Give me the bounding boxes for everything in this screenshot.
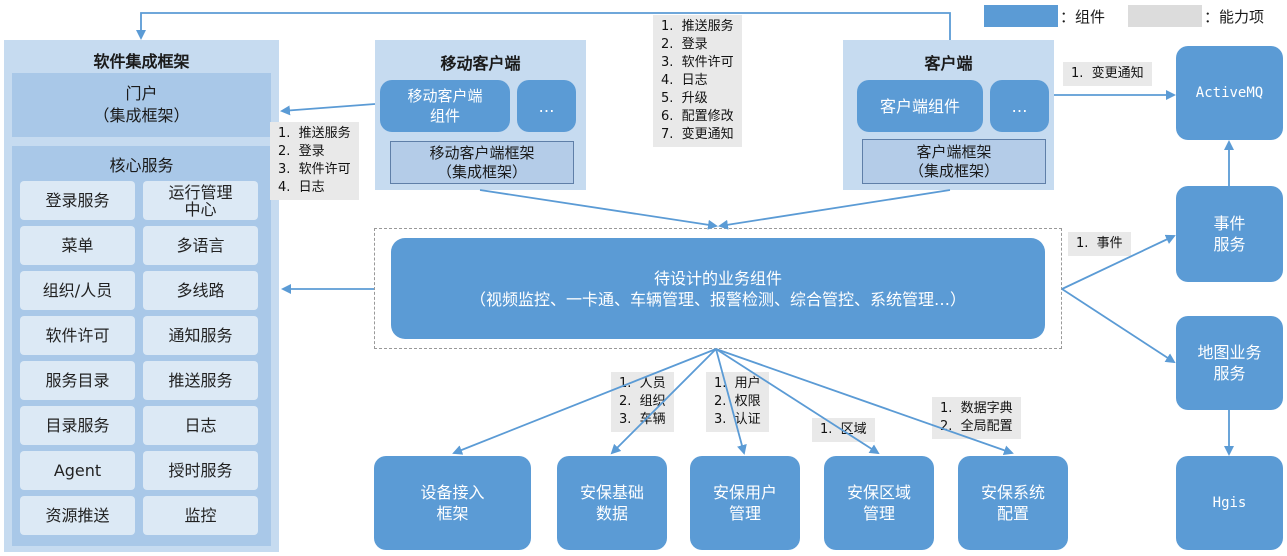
client-framework: 客户端框架 （集成框架）: [862, 139, 1046, 184]
core-service-item: 服务目录: [20, 361, 135, 400]
core-service-item: 授时服务: [143, 451, 258, 490]
note-user-management: 1. 用户 2. 权限 3. 认证: [706, 372, 769, 432]
core-service-item: 资源推送: [20, 496, 135, 535]
mobile-client-component: 移动客户端 组件: [380, 80, 510, 132]
note-item: 5. 升级: [661, 91, 708, 106]
core-service-item: 日志: [143, 406, 258, 445]
business-dashed-container: [374, 228, 1062, 349]
arrow-client-to-framework: [136, 12, 951, 40]
mobile-client-title: 移动客户端: [440, 54, 521, 73]
portal-box: 门户 （集成框架）: [12, 73, 271, 137]
core-service-item: 通知服务: [143, 316, 258, 355]
framework-title: 软件集成框架: [93, 52, 190, 71]
note-item: 1. 推送服务: [278, 126, 351, 141]
note-item: 2. 登录: [278, 144, 325, 159]
legend-capability-swatch: [1128, 5, 1202, 27]
note-item: 1. 推送服务: [661, 19, 734, 34]
note-item: 1. 数据字典: [940, 401, 1013, 416]
mobile-client-framework: 移动客户端框架 （集成框架）: [390, 141, 574, 184]
mobile-client-more: …: [517, 80, 576, 132]
note-item: 3. 软件许可: [661, 55, 734, 70]
core-service-item: 菜单: [20, 226, 135, 265]
note-item: 4. 日志: [278, 180, 325, 195]
core-service-item: 登录服务: [20, 181, 135, 220]
arrow-business-to-device: [452, 348, 717, 455]
activemq: ActiveMQ: [1176, 46, 1283, 140]
core-service-item: 目录服务: [20, 406, 135, 445]
arrow-mobile-to-business: [479, 189, 718, 230]
arrow-client-to-business: [718, 189, 951, 230]
business-subtitle: （视频监控、一卡通、车辆管理、报警检测、综合管控、系统管理…）: [469, 289, 966, 309]
business-title: 待设计的业务组件: [653, 268, 782, 288]
business-component: 待设计的业务组件 （视频监控、一卡通、车辆管理、报警检测、综合管控、系统管理…）: [391, 238, 1045, 339]
core-service-item: 多语言: [143, 226, 258, 265]
arrow-business-to-event: [1061, 234, 1176, 290]
note-item: 3. 认证: [714, 412, 761, 427]
note-client-capabilities: 1. 推送服务 2. 登录 3. 软件许可 4. 日志 5. 升级 6. 配置修改 7. 变…: [653, 15, 742, 147]
arrow-mobile-to-portal: [280, 103, 376, 116]
note-item: 4. 日志: [661, 73, 708, 88]
security-user-management: 安保用户 管理: [690, 456, 800, 550]
legend-component-label: ：组件: [1060, 8, 1106, 26]
arrow-business-to-sys: [715, 348, 1014, 456]
security-system-config: 安保系统 配置: [958, 456, 1068, 550]
arrow-business-to-area: [715, 348, 880, 455]
note-item: 1. 用户: [714, 376, 761, 391]
note-change-notification: 1. 变更通知: [1063, 62, 1152, 86]
note-item: 1. 事件: [1076, 236, 1123, 251]
client-title: 客户端: [924, 54, 973, 73]
core-service-item: 运行管理 中心: [143, 181, 258, 220]
core-service-item: 软件许可: [20, 316, 135, 355]
note-item: 7. 变更通知: [661, 127, 734, 142]
core-service-item: 监控: [143, 496, 258, 535]
core-service-item: Agent: [20, 451, 135, 490]
note-item: 2. 权限: [714, 394, 761, 409]
note-framework-to-mobile: 1. 推送服务 2. 登录 3. 软件许可 4. 日志: [270, 122, 359, 200]
note-item: 6. 配置修改: [661, 109, 734, 124]
device-access-framework: 设备接入 框架: [374, 456, 531, 550]
note-item: 1. 变更通知: [1071, 66, 1144, 81]
arrow-business-to-basic: [610, 348, 717, 455]
legend-capability-label: ：能力项: [1204, 8, 1265, 26]
note-event: 1. 事件: [1068, 232, 1131, 256]
legend-component-swatch: [984, 5, 1058, 27]
security-area-management: 安保区域 管理: [824, 456, 934, 550]
note-item: 3. 软件许可: [278, 162, 351, 177]
client-more: …: [990, 80, 1049, 132]
note-item: 3. 车辆: [619, 412, 666, 427]
note-item: 2. 全局配置: [940, 419, 1013, 434]
core-service-item: 组织/人员: [20, 271, 135, 310]
note-item: 1. 人员: [619, 376, 666, 391]
arrow-business-to-user: [715, 348, 747, 455]
client-component: 客户端组件: [857, 80, 983, 132]
core-services-title: 核心服务: [109, 156, 174, 175]
arrow-business-to-map: [1061, 288, 1176, 364]
note-item: 2. 登录: [661, 37, 708, 52]
event-service: 事件 服务: [1176, 186, 1283, 282]
core-service-item: 多线路: [143, 271, 258, 310]
map-business-service: 地图业务 服务: [1176, 316, 1283, 410]
note-system-config: 1. 数据字典 2. 全局配置: [932, 397, 1021, 439]
hgis: Hgis: [1176, 456, 1283, 550]
security-basic-data: 安保基础 数据: [557, 456, 667, 550]
core-service-item: 推送服务: [143, 361, 258, 400]
